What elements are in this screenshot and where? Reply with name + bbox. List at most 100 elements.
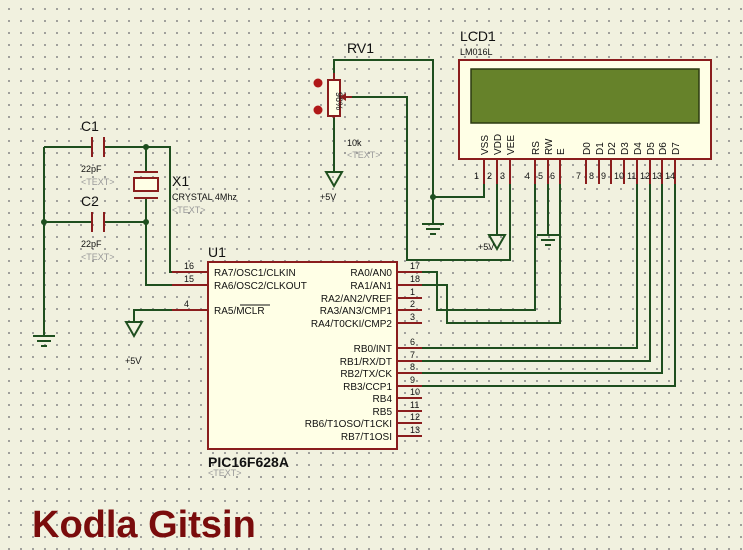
wires [43,59,676,387]
text-placeholder: <TEXT> [81,177,115,187]
capacitor-c1[interactable]: C1 22pF <TEXT> [81,118,115,187]
mcu-pin-name: RA4/T0CKI/CMP2 [311,319,393,330]
lcd-pin-number: 10 [614,171,624,181]
wire-lcd-e [422,184,536,311]
lcd-pin-name: VSS [480,135,491,155]
lcd-pin[interactable]: D18 [589,142,606,184]
lcd-pin[interactable]: D6 13 [652,142,669,184]
lcd-pin-number: 2 [487,171,492,181]
pot-decrement-button[interactable] [313,105,323,115]
wire-lcd-d4 [422,184,638,349]
mcu-part-name: PIC16F628A [208,454,289,470]
wire-pot-wiper [343,96,511,261]
lcd-pin-number: 13 [652,171,662,181]
mcu-pin-number: 10 [410,387,420,397]
lcd-pin-name: RS [531,141,542,155]
mcu-pin-name: RB4 [373,394,393,405]
lcd-pin-number: 12 [640,171,650,181]
lcd-pin-name: D3 [620,142,631,155]
lcd-pin[interactable]: D07 [576,142,593,184]
crystal-x1[interactable]: X1 CRYSTAL 4Mhz <TEXT> [133,171,237,215]
lcd-pin[interactable]: D5 12 [640,142,657,184]
wire-lcd-d6 [422,184,663,374]
mcu-pin-name: RB7/T1OSI [341,432,392,443]
mcu-pin-number: 16 [184,261,194,271]
pot-increment-button[interactable] [313,78,323,88]
junction [143,219,149,225]
mcu-pin-number: 1 [410,287,415,297]
lcd-pin-name: D2 [607,142,618,155]
lcd-pin-name: VEE [506,135,517,155]
mcu-pin-number: 11 [410,400,419,410]
text-placeholder: <TEXT> [347,150,381,160]
lcd-pin-name: D7 [671,142,682,155]
power-label: +5V [125,356,141,366]
lcd-pin-name: D5 [646,142,657,155]
lcd-pin[interactable]: VSS 1 [474,135,491,184]
lcd-pin-number: 1 [474,171,479,181]
lcd-pin-name: D1 [595,142,606,155]
ground-symbol [33,335,55,347]
lcd-pin-name: RW [544,138,555,155]
lcd-pin[interactable]: D3 10 [614,142,631,184]
capacitor-c2[interactable]: C2 22pF <TEXT> [81,193,115,262]
potentiometer-rv1[interactable]: 96% RV1 10k <TEXT> [313,40,381,160]
lcd-pin-name: D0 [582,142,593,155]
wire-lcd-vss [433,184,485,198]
text-placeholder: <TEXT> [81,252,115,262]
lcd-lm016l[interactable]: LCD1 LM016L <TEXT> VSS1VDD2VEE3RS4RW5E6D… [458,28,712,184]
lcd-pin[interactable]: D29 [601,142,618,184]
pot-value: 10k [347,138,362,148]
lcd-pin-name: D6 [658,142,669,155]
capacitor-value: 22pF [81,239,102,249]
mcu-pin-name: RA0/AN0 [350,268,392,279]
junction [41,219,47,225]
mcu-pin-number: 13 [410,425,420,435]
lcd-pin[interactable]: VEE 3 [500,135,517,184]
mcu-pin-name: RA1/AN1 [350,281,392,292]
mcu-pin-number: 12 [410,412,420,422]
mcu-pin-number: 18 [410,274,420,284]
lcd-pin[interactable]: RW 5 [538,138,555,184]
lcd-ref: LCD1 [460,28,496,44]
text-placeholder: <TEXT> [172,205,206,215]
power-arrow-lcd: +5V [478,234,507,252]
mcu-ref: U1 [208,244,226,260]
mcu-pin-name: RB3/CCP1 [343,382,392,393]
power-arrow-mclr: +5V [124,321,144,366]
crystal-value: CRYSTAL 4Mhz [172,192,237,202]
lcd-pin-number: 3 [500,171,505,181]
lcd-pin-number: 5 [538,171,543,181]
wire-osc2 [145,222,208,286]
capacitor-ref: C1 [81,118,99,134]
mcu-pin-number: 8 [410,362,415,372]
lcd-pin-name: D4 [633,142,644,155]
pot-ref: RV1 [347,40,374,56]
wire-mclr [133,309,208,322]
lcd-pin[interactable]: RS 4 [525,141,542,184]
lcd-pin-number: 4 [525,171,530,181]
mcu-pin-name: RA6/OSC2/CLKOUT [214,281,307,292]
lcd-pin[interactable]: E6 [550,148,567,184]
mcu-pin-name: RA5/MCLR [214,306,265,317]
